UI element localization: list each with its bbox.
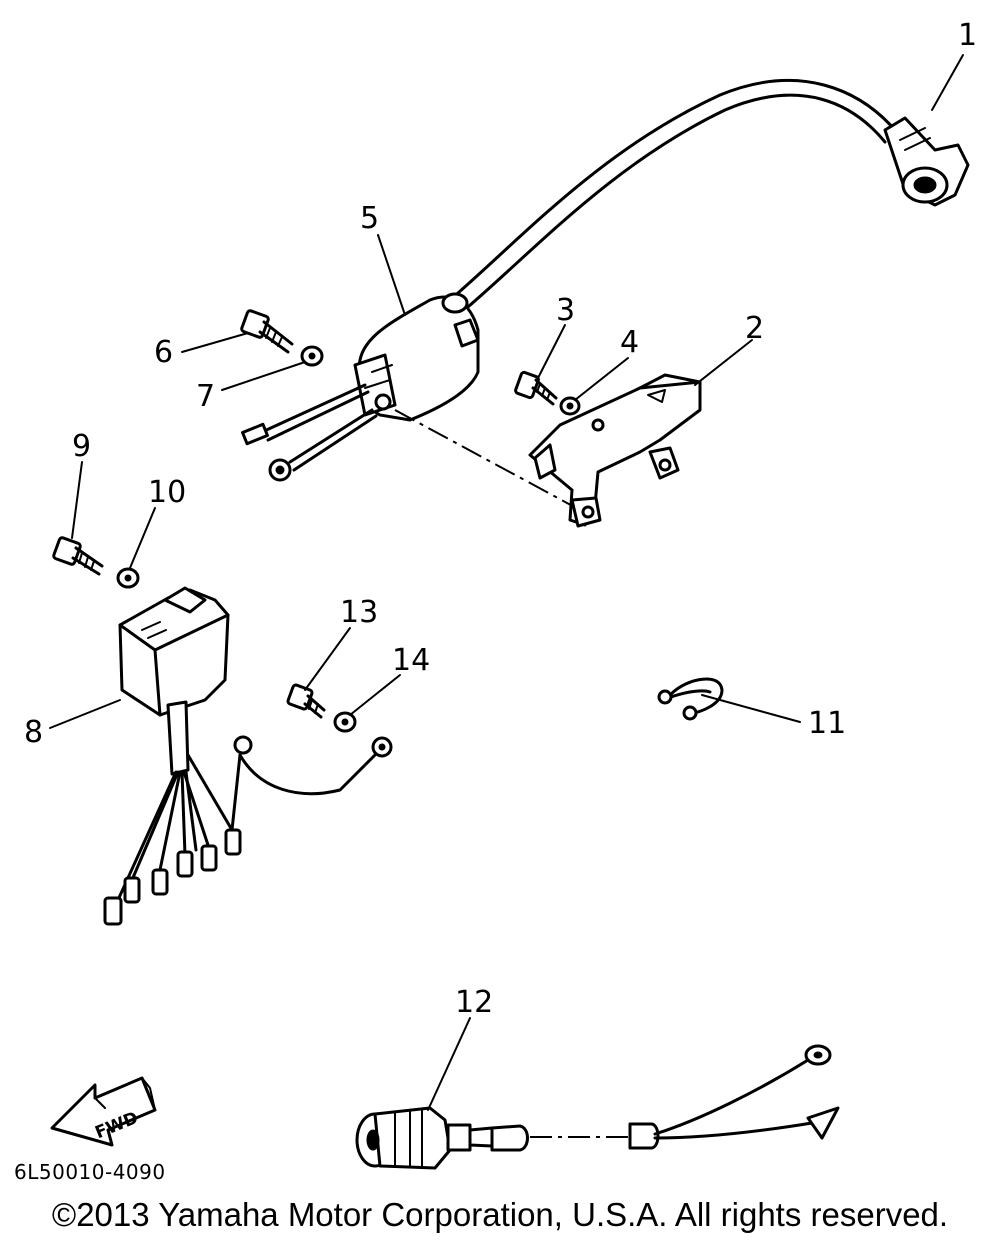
callout-13: 13	[340, 595, 378, 630]
ignition-coil-part[interactable]	[241, 292, 480, 482]
leader-8	[49, 699, 121, 729]
leader-lines	[49, 54, 964, 1111]
callout-numbers: 1 2 3 4 5 6 7 8 9 10 11 12 13 14	[24, 18, 977, 1020]
callout-8: 8	[24, 715, 43, 750]
washer-part-4[interactable]	[559, 396, 581, 416]
diagram-part-code: 6L50010-4090	[14, 1160, 166, 1184]
fwd-arrow: FWD	[50, 1076, 157, 1147]
leader-10	[129, 507, 156, 569]
callout-6: 6	[154, 335, 173, 370]
copyright-notice: ©2013 Yamaha Motor Corporation, U.S.A. A…	[51, 1196, 949, 1233]
clip-part[interactable]	[657, 677, 724, 721]
leader-11	[701, 694, 801, 723]
leader-1	[931, 54, 964, 111]
callout-14: 14	[392, 643, 430, 678]
callout-10: 10	[148, 475, 186, 510]
bolt-part-9[interactable]	[52, 536, 104, 576]
leader-2	[694, 339, 753, 386]
callout-11: 11	[808, 706, 846, 741]
assembly-line	[394, 409, 581, 511]
leader-4	[574, 357, 629, 401]
callout-5: 5	[360, 201, 379, 236]
washer-part-10[interactable]	[116, 567, 140, 589]
leader-7	[221, 361, 306, 391]
leader-3	[537, 324, 566, 379]
washer-part-14[interactable]	[333, 711, 357, 733]
callout-9: 9	[72, 429, 91, 464]
leader-14	[349, 674, 401, 716]
leader-13	[304, 627, 351, 691]
leader-6	[181, 332, 249, 353]
leader-9	[71, 461, 83, 539]
connector-part[interactable]	[355, 1044, 840, 1170]
bolt-part-13[interactable]	[286, 683, 326, 719]
callout-12: 12	[455, 985, 493, 1020]
callout-4: 4	[620, 325, 639, 360]
bolt-part-3[interactable]	[514, 370, 558, 406]
spark-plug-cap-part[interactable]	[448, 79, 970, 314]
callout-1: 1	[958, 18, 977, 53]
cdi-unit-part[interactable]	[103, 586, 393, 926]
coil-bracket-part[interactable]	[528, 373, 702, 528]
bolt-part-6[interactable]	[240, 309, 294, 354]
leader-12	[427, 1017, 471, 1111]
callout-3: 3	[556, 293, 575, 328]
callout-2: 2	[745, 311, 764, 346]
washer-part-7[interactable]	[300, 345, 324, 367]
callout-7: 7	[196, 379, 215, 414]
leader-5	[377, 234, 406, 316]
